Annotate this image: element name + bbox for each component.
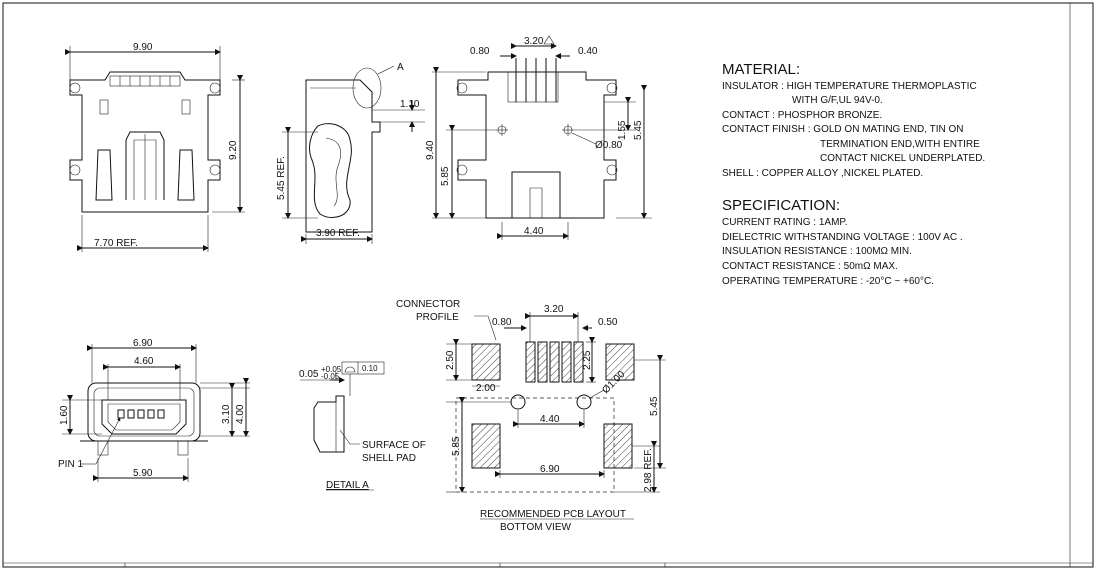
- side-callout-label: A: [397, 62, 404, 73]
- pcb-right-label: 0.50: [598, 317, 618, 328]
- front-height-a-label: 3.10: [221, 404, 232, 424]
- detail-title: DETAIL A: [326, 480, 369, 491]
- pcb-bottom-span-label: 6.90: [540, 464, 560, 475]
- side-height-label: 5.45 REF.: [276, 156, 287, 200]
- front-view: 6.90 4.60 1.60 3.10 4.00 5.90 PIN 1: [58, 338, 250, 482]
- pcb-profile-label: PROFILE: [416, 312, 459, 323]
- top-height-label: 9.20: [228, 140, 239, 160]
- specification-notes: SPECIFICATION: CURRENT RATING : 1AMP. DI…: [722, 197, 963, 287]
- pcb-ref-label: 2.98 REF.: [643, 448, 654, 492]
- specification-line: CONTACT RESISTANCE : 50mΩ MAX.: [722, 261, 898, 272]
- rear-gap-label: 1.55: [617, 120, 628, 140]
- rear-bottom-label: 4.40: [524, 226, 544, 237]
- front-height-b-label: 4.00: [235, 404, 246, 424]
- side-view: A 1.10 5.45 REF. 3.90 REF.: [276, 62, 425, 244]
- material-line: INSULATOR : HIGH TEMPERATURE THERMOPLAST…: [722, 81, 977, 92]
- material-line: CONTACT : PHOSPHOR BRONZE.: [722, 110, 882, 121]
- specification-line: INSULATION RESISTANCE : 100MΩ MIN.: [722, 246, 912, 257]
- material-line: SHELL : COPPER ALLOY ,NICKEL PLATED.: [722, 168, 923, 179]
- pcb-pitch-label: 3.20: [544, 304, 564, 315]
- rear-right-label: 0.40: [578, 46, 598, 57]
- material-line: TERMINATION END,WITH ENTIRE: [820, 139, 980, 150]
- detail-tol-minus: -0.05: [321, 372, 340, 381]
- top-width-label: 9.90: [133, 42, 153, 53]
- rear-lower-label: 5.85: [440, 166, 451, 186]
- pcb-title: RECOMMENDED PCB LAYOUT: [480, 509, 626, 520]
- material-line: CONTACT FINISH : GOLD ON MATING END, TIN…: [722, 124, 964, 135]
- specification-line: OPERATING TEMPERATURE : -20°C ~ +60°C.: [722, 276, 934, 287]
- front-outer-label: 6.90: [133, 338, 153, 349]
- pcb-pin-h-label: 2.25: [582, 350, 593, 370]
- top-ref-label: 7.70 REF.: [94, 238, 138, 249]
- detail-flat-label: 0.10: [362, 364, 378, 373]
- detail-tol-plus: +0.05: [321, 365, 342, 374]
- rear-left-label: 0.80: [470, 46, 490, 57]
- pin1-label: PIN 1: [58, 459, 83, 470]
- specification-heading: SPECIFICATION:: [722, 197, 840, 214]
- pcb-pad-w-label: 2.00: [476, 383, 496, 394]
- detail-a: 0.05 +0.05 -0.05 0.10 SURFACE OF SHELL P…: [299, 361, 426, 491]
- material-notes: MATERIAL: INSULATOR : HIGH TEMPERATURE T…: [722, 61, 985, 179]
- top-view: 9.90 9.20 7.70 REF.: [65, 42, 245, 252]
- side-width-label: 3.90 REF.: [316, 228, 360, 239]
- material-heading: MATERIAL:: [722, 61, 800, 78]
- pcb-lower-label: 5.85: [451, 436, 462, 456]
- pcb-height-label: 5.45: [649, 396, 660, 416]
- material-line: CONTACT NICKEL UNDERPLATED.: [820, 153, 985, 164]
- detail-tolerance-label: 0.05: [299, 369, 319, 380]
- side-tab-label: 1.10: [400, 99, 420, 110]
- pcb-pad-h-label: 2.50: [445, 350, 456, 370]
- detail-shell-label: SHELL PAD: [362, 453, 416, 464]
- rear-mid-label: 5.45: [633, 120, 644, 140]
- material-line: WITH G/F,UL 94V-0.: [792, 95, 883, 106]
- rear-height-label: 9.40: [425, 140, 436, 160]
- front-left-height-label: 1.60: [59, 405, 70, 425]
- pcb-left-label: 0.80: [492, 317, 512, 328]
- detail-surface-label: SURFACE OF: [362, 440, 426, 451]
- rear-hole-label: Ø0.80: [595, 140, 623, 151]
- pcb-connector-label: CONNECTOR: [396, 299, 460, 310]
- specification-line: DIELECTRIC WITHSTANDING VOLTAGE : 100V A…: [722, 232, 963, 243]
- pcb-layout: CONNECTOR PROFILE 0.80 3.20 0.50 2.50 2.…: [396, 299, 666, 533]
- front-bottom-label: 5.90: [133, 468, 153, 479]
- pcb-subtitle: BOTTOM VIEW: [500, 522, 571, 533]
- rear-pitch-label: 3.20: [524, 36, 544, 47]
- pcb-hole-span-label: 4.40: [540, 414, 560, 425]
- specification-line: CURRENT RATING : 1AMP.: [722, 217, 848, 228]
- rear-view: 0.80 3.20 0.40 9.40 5.85 1.55 5.45 Ø0.80…: [425, 35, 652, 240]
- front-inner-label: 4.60: [134, 356, 154, 367]
